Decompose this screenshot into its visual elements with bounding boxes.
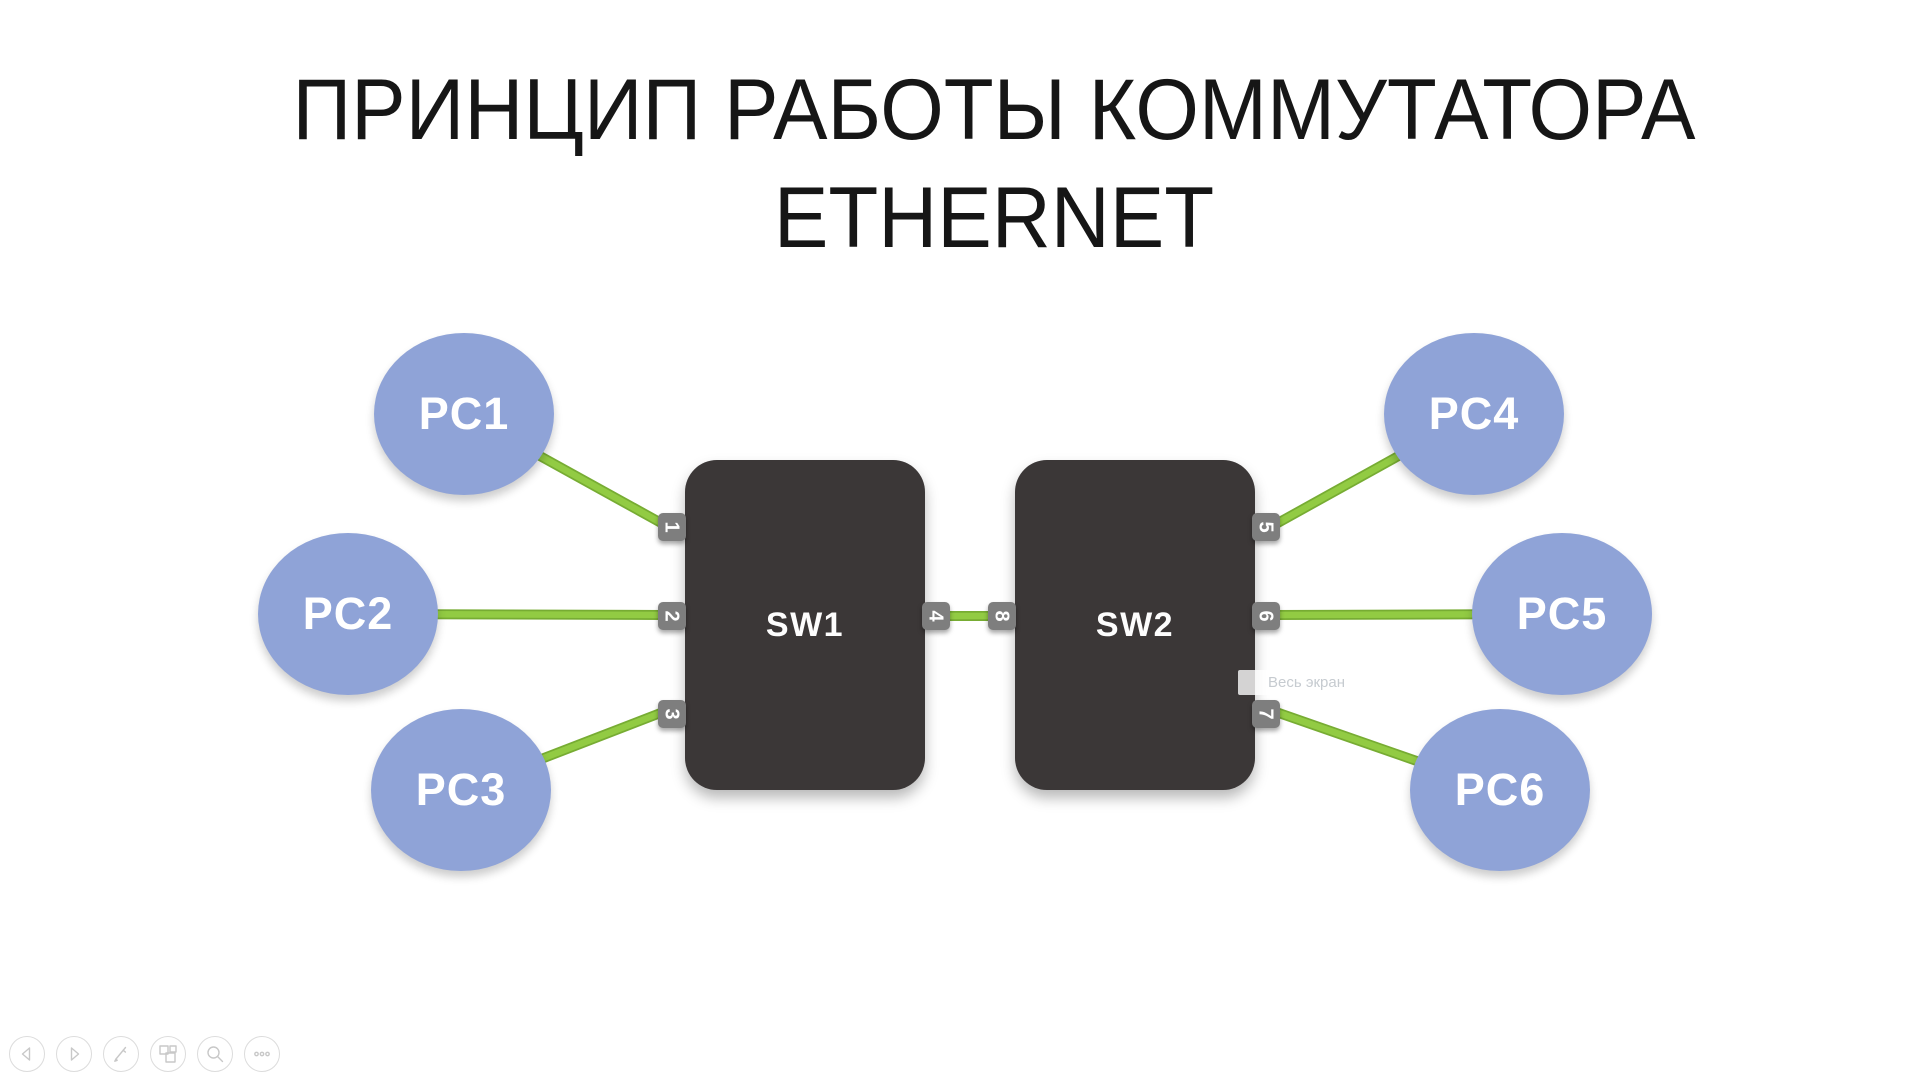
more-options-button[interactable] — [244, 1036, 280, 1072]
node-pc6: PC6 — [1410, 709, 1590, 871]
port-number-3: 3 — [661, 708, 683, 720]
node-pc2: PC2 — [258, 533, 438, 695]
port-number-7: 7 — [1255, 708, 1277, 720]
node-pc1: PC1 — [374, 333, 554, 495]
port-tab-5: 5 — [1252, 513, 1280, 541]
port-number-1: 1 — [661, 521, 683, 533]
magnifier-icon — [207, 1046, 224, 1063]
switch-sw2-label: SW2 — [1095, 605, 1175, 644]
port-tab-7: 7 — [1252, 700, 1280, 728]
node-pc1-label: PC1 — [418, 388, 510, 439]
zoom-slide-button[interactable] — [197, 1036, 233, 1072]
port-number-2: 2 — [661, 610, 683, 622]
port-tab-2: 2 — [658, 602, 686, 630]
port-number-5: 5 — [1255, 521, 1277, 533]
node-pc3-label: PC3 — [415, 764, 507, 815]
node-pc5: PC5 — [1472, 533, 1652, 695]
node-pc4-label: PC4 — [1428, 388, 1520, 439]
port-tab-3: 3 — [658, 700, 686, 728]
port-tab-4: 4 — [922, 602, 950, 630]
switch-sw1-label: SW1 — [765, 605, 845, 644]
switch-sw1: SW1 — [685, 460, 925, 790]
see-all-slides-button[interactable] — [150, 1036, 186, 1072]
node-pc5-label: PC5 — [1516, 588, 1608, 639]
ellipsis-icon — [254, 1051, 270, 1057]
port-number-6: 6 — [1255, 610, 1277, 622]
port-tab-8: 8 — [988, 602, 1016, 630]
previous-slide-button[interactable] — [9, 1036, 45, 1072]
slides-grid-icon — [159, 1045, 177, 1063]
port-number-4: 4 — [925, 610, 947, 622]
slide-title: ПРИНЦИП РАБОТЫ КОММУТАТОРА ETHERNET — [114, 56, 1873, 272]
port-tab-6: 6 — [1252, 602, 1280, 630]
port-tab-1: 1 — [658, 513, 686, 541]
switch-sw2: SW2 — [1015, 460, 1255, 790]
node-pc4: PC4 — [1384, 333, 1564, 495]
slide-title-line-1: ПРИНЦИП РАБОТЫ КОММУТАТОРА — [292, 62, 1696, 158]
arrow-right-icon — [70, 1047, 80, 1061]
pen-icon — [114, 1046, 127, 1062]
arrow-left-icon — [21, 1047, 31, 1061]
node-pc6-label: PC6 — [1454, 764, 1546, 815]
next-slide-button[interactable] — [56, 1036, 92, 1072]
pen-annotate-button[interactable] — [103, 1036, 139, 1072]
slide-title-line-2: ETHERNET — [773, 170, 1215, 266]
port-number-8: 8 — [991, 610, 1013, 622]
node-pc2-label: PC2 — [302, 588, 394, 639]
node-pc3: PC3 — [371, 709, 551, 871]
fullscreen-tooltip: Весь экран — [1238, 670, 1482, 695]
